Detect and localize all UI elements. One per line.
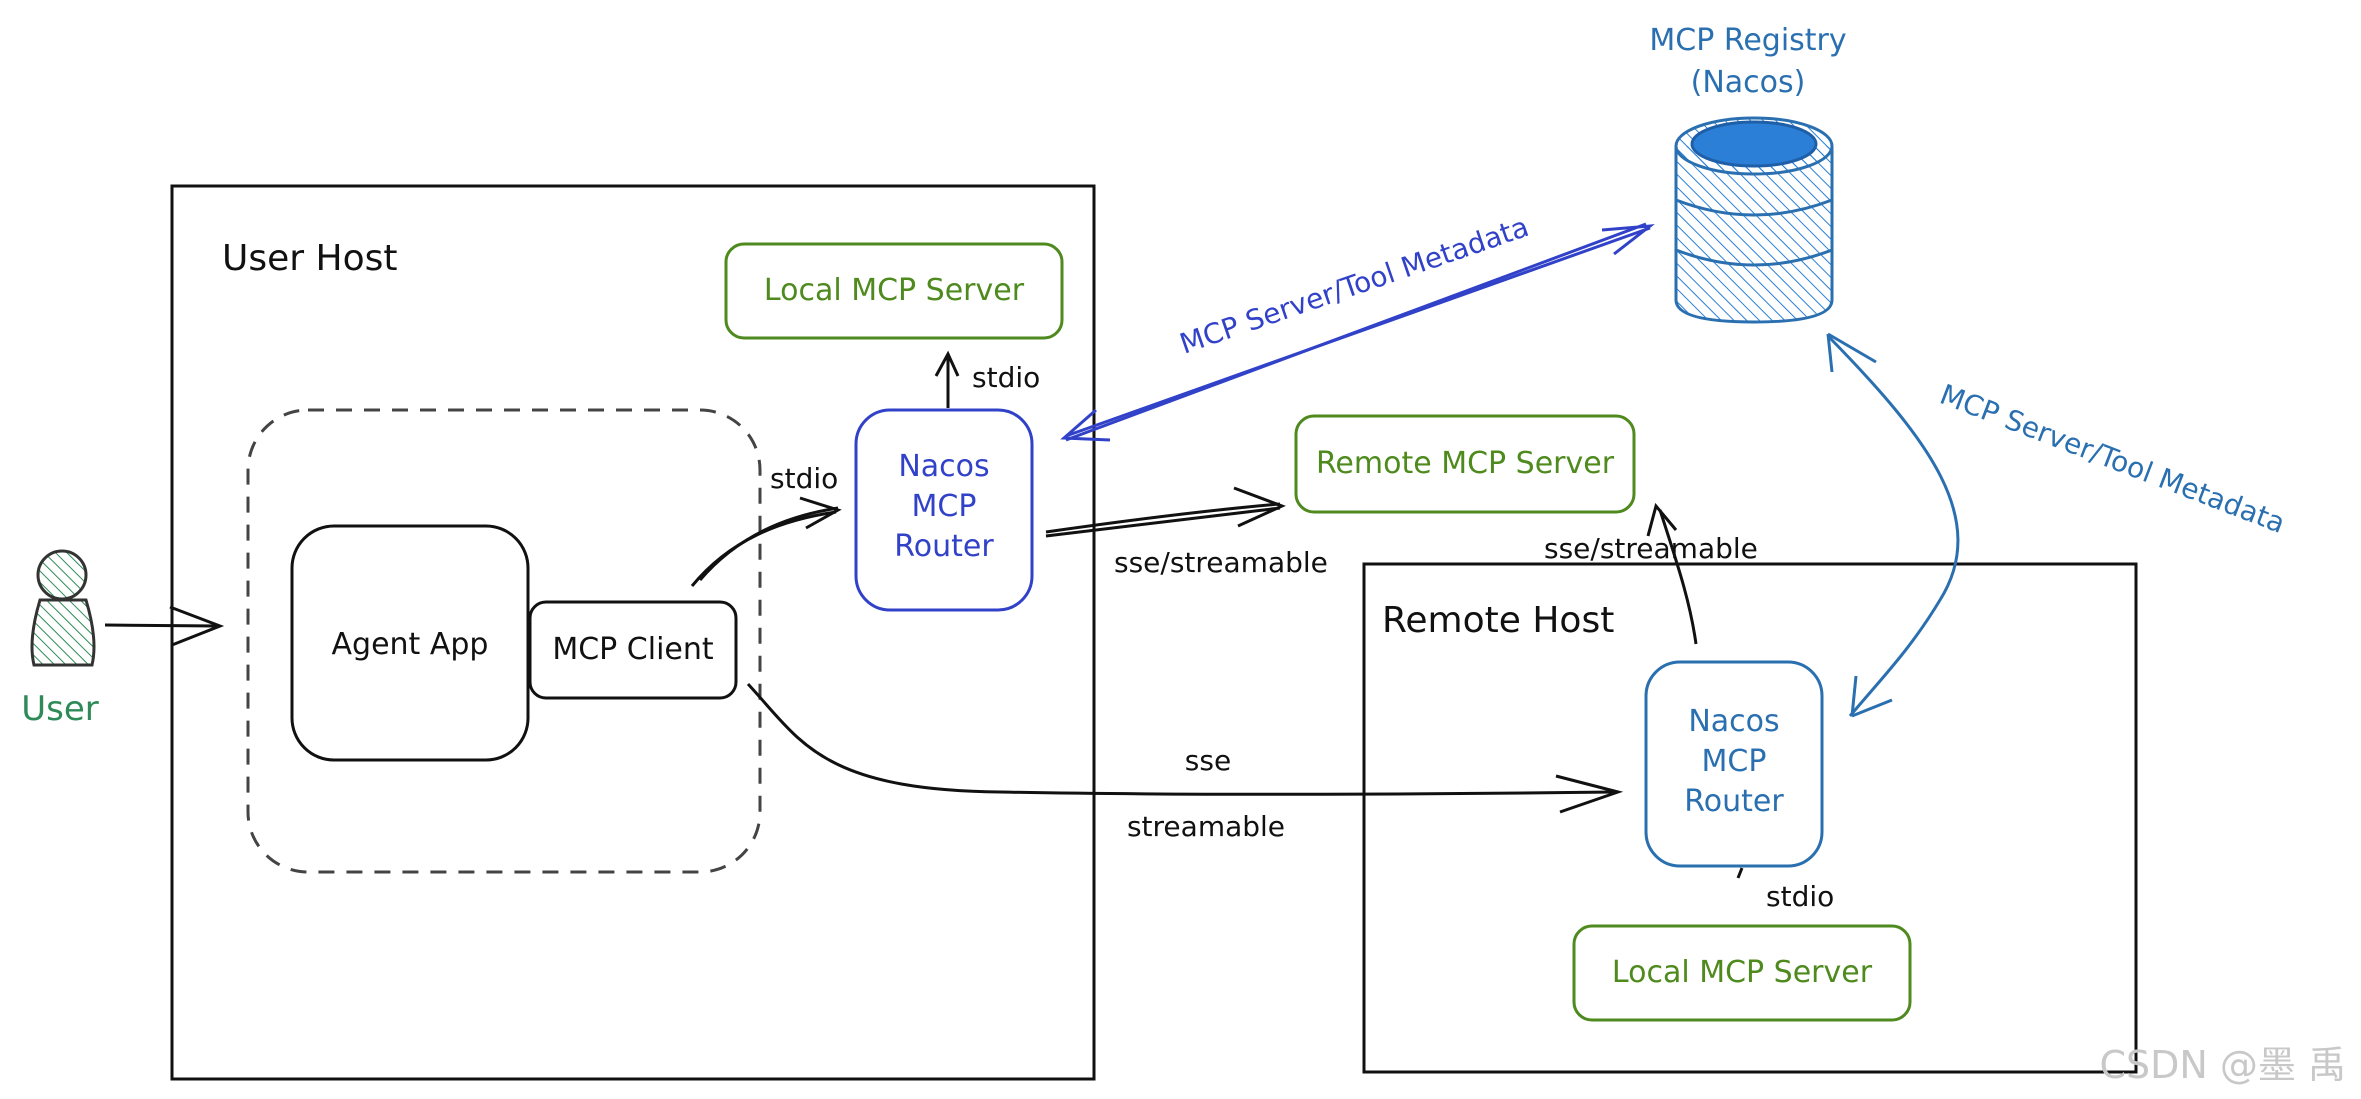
- remote-mcp-server-node[interactable]: Remote MCP Server: [1294, 414, 1636, 514]
- registry-title-line-2: (Nacos): [1691, 65, 1806, 100]
- watermark: CSDN @墨 禹: [2100, 1043, 2347, 1087]
- remote-local-mcp-server-node[interactable]: Local MCP Server: [1572, 924, 1912, 1022]
- registry-title-line-1: MCP Registry: [1649, 23, 1846, 58]
- user-label: User: [21, 689, 99, 729]
- database-icon: [1674, 116, 1834, 324]
- arrow-remote-router-to-remote-server: [1646, 502, 1698, 645]
- agent-group: [246, 408, 762, 874]
- stdio-tick-mark: [1736, 867, 1744, 879]
- label-sse-streamable-remote-router: sse/streamable: [1544, 532, 1758, 565]
- arrow-registry-to-remote-router: [1826, 332, 1960, 718]
- agent-app-label: Agent App: [332, 627, 489, 662]
- arrow-client-to-remote-router: [746, 682, 1624, 814]
- remote-local-mcp-server-label: Local MCP Server: [1612, 955, 1873, 990]
- label-stdio-client-router: stdio: [770, 462, 838, 495]
- user-host-title: User Host: [222, 238, 397, 279]
- remote-nacos-mcp-router-node[interactable]: Nacos MCP Router: [1644, 660, 1824, 868]
- arrow-router-to-local-server: [934, 350, 960, 408]
- mcp-client-label: MCP Client: [552, 632, 714, 667]
- nacos-mcp-router-node[interactable]: Nacos MCP Router: [854, 408, 1034, 612]
- label-sse-streamable-router-remote: sse/streamable: [1114, 546, 1328, 579]
- remote-host-title: Remote Host: [1382, 600, 1614, 641]
- mcp-client-node[interactable]: MCP Client: [528, 600, 738, 700]
- local-mcp-server-label: Local MCP Server: [764, 273, 1025, 308]
- label-sse: sse: [1185, 744, 1231, 777]
- arrow-client-to-router: [690, 496, 842, 587]
- remote-router-line-2: MCP: [1702, 744, 1767, 779]
- label-stdio-router-local: stdio: [972, 361, 1040, 394]
- arrow-registry-to-router: [1060, 222, 1655, 442]
- local-mcp-server-node[interactable]: Local MCP Server: [724, 242, 1064, 340]
- remote-router-line-3: Router: [1684, 784, 1784, 819]
- person-icon: [30, 549, 96, 667]
- remote-router-line-1: Nacos: [1688, 704, 1779, 739]
- router-line-2: MCP: [912, 489, 977, 524]
- agent-app-node[interactable]: Agent App: [290, 524, 530, 762]
- label-streamable: streamable: [1127, 810, 1285, 843]
- label-metadata-right: MCP Server/Tool Metadata: [1935, 378, 2289, 540]
- remote-mcp-server-label: Remote MCP Server: [1316, 446, 1615, 481]
- label-stdio-remote: stdio: [1766, 880, 1834, 913]
- user-host-box: [170, 184, 1096, 1081]
- remote-host-box: [1362, 562, 2138, 1074]
- arrow-user-to-agent: [104, 605, 225, 647]
- user-actor: User: [21, 549, 99, 729]
- router-line-1: Nacos: [898, 449, 989, 484]
- arrow-router-to-remote-server: [1045, 486, 1286, 538]
- router-line-3: Router: [894, 529, 994, 564]
